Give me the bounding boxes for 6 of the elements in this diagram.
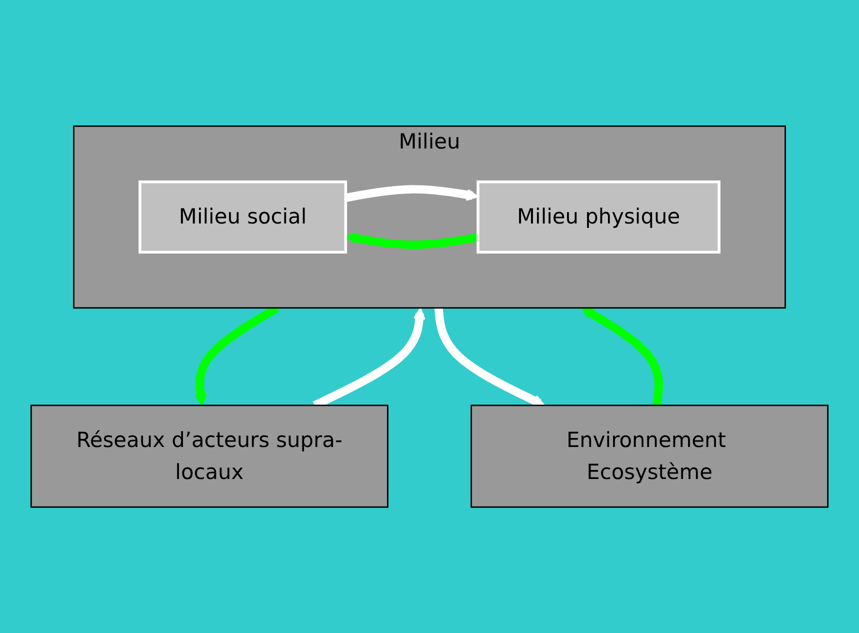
node-box: Milieu social — [138, 180, 348, 254]
node-box: Milieu physique — [476, 180, 720, 254]
arrow — [581, 307, 663, 406]
node-box: Réseaux d’acteurs supra-locaux — [30, 404, 388, 508]
arrow — [434, 307, 545, 407]
node-box: Environnement Ecosystème — [470, 404, 829, 508]
